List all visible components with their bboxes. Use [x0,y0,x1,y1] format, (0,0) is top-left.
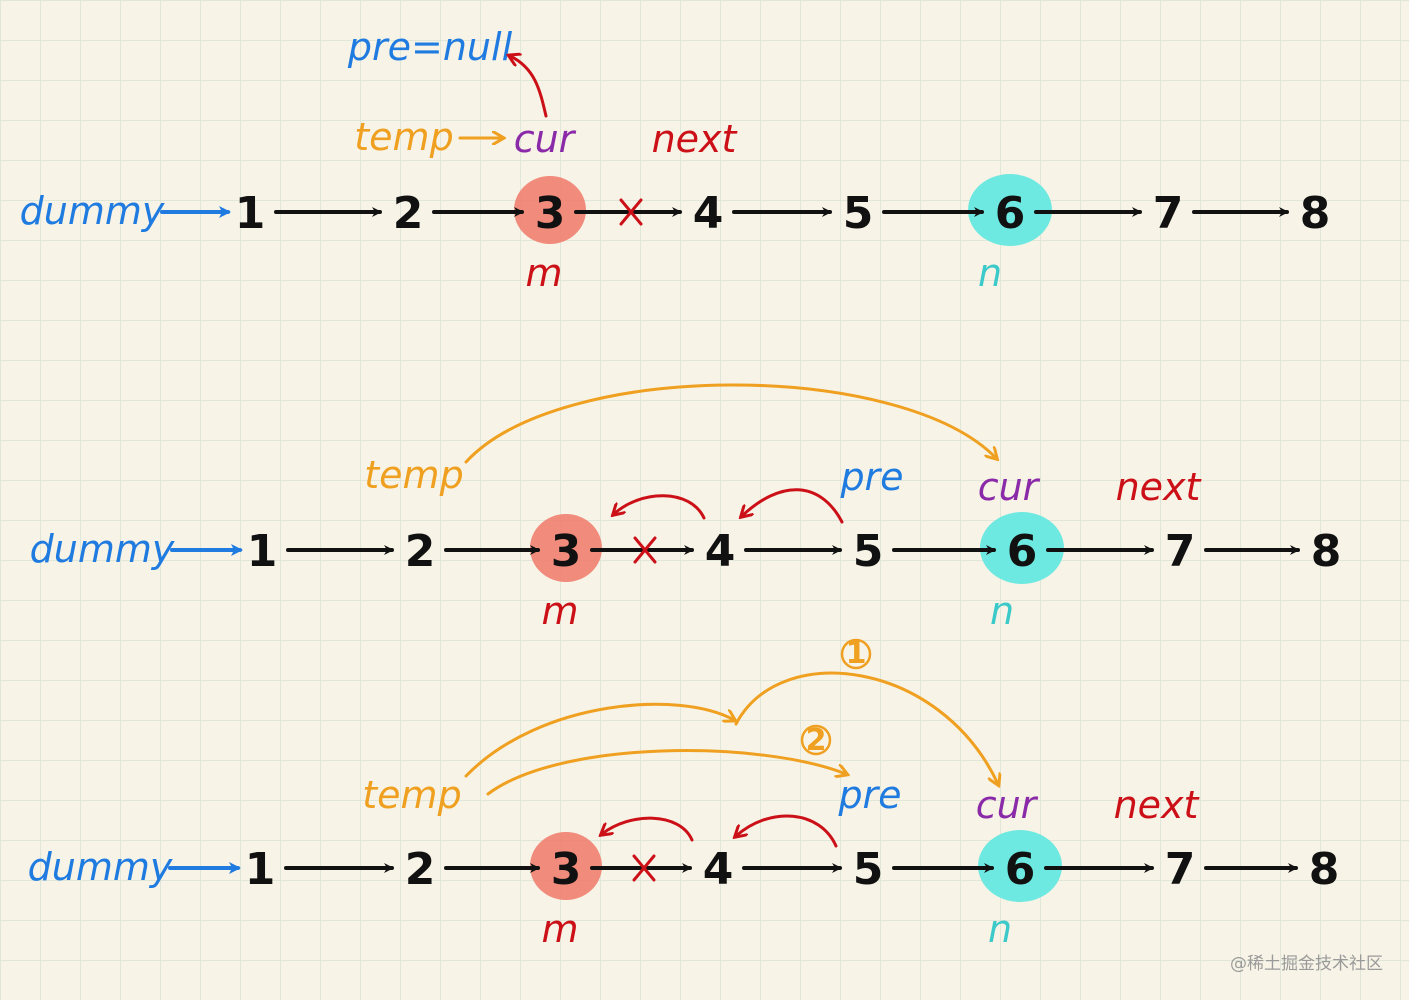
row-2-node-2: 2 [405,526,436,577]
row-2-node-1: 1 [247,526,278,577]
row-2-node-7: 7 [1165,526,1196,577]
row-3-pre-to-4 [736,814,838,848]
row-2-node-4: 4 [705,526,736,577]
row-3-reverse-4-to-3 [602,816,694,842]
row-1-temp-label: temp [354,115,453,159]
row-1-node-8: 8 [1300,188,1331,239]
row-1-dummy-label: dummy [20,189,165,233]
row-3-step2-marker-digit: 2 [806,723,827,758]
row-1-node-4: 4 [693,188,724,239]
row-2-pre-label: pre [839,455,903,499]
row-2-reverse-4-to-3 [614,494,706,520]
row-1-cur-to-null-arrow [510,56,548,118]
row-3-step2-arrow [486,749,846,796]
watermark: @稀土掘金技术社区 [1230,954,1383,974]
row-3-cur-label: cur [976,783,1039,827]
row-3-n-highlight [978,830,1062,902]
row-1-m-highlight [514,176,586,244]
row-2-node-5: 5 [853,526,884,577]
row-1-cur-label: cur [514,117,577,161]
row-1-node-7: 7 [1153,188,1184,239]
row-3-step1-arrow-b [734,671,998,784]
row-3-step1-arrow-a [464,702,734,778]
row-3-step2-marker-circle [800,724,832,756]
row-2-pre-to-4 [742,488,844,524]
row-1-node-6: 6 [995,188,1026,239]
row-3-node-3: 3 [551,844,582,895]
row-3-step1-marker-digit: 1 [846,636,867,671]
row-2-next-label: next [1116,465,1203,509]
row-2-n-label: n [990,589,1014,633]
row-2-temp-label: temp [364,453,463,497]
row-2-cross-b [633,536,657,564]
row-2-cur-label: cur [978,465,1041,509]
row-1-node-5: 5 [843,188,874,239]
row-3-node-8: 8 [1309,844,1340,895]
row-3-step1-marker-circle [840,638,872,670]
row-1-next-label: next [652,117,739,161]
row-2-m-highlight [530,514,602,582]
row-1-node-3: 3 [535,188,566,239]
row-3-m-label: m [541,907,578,951]
row-2-node-3: 3 [551,526,582,577]
row-3-node-7: 7 [1165,844,1196,895]
row-3-pre-label: pre [837,773,901,817]
row-2-dummy-label: dummy [30,527,175,571]
row-3-node-4: 4 [703,844,734,895]
row-3-node-1: 1 [245,844,276,895]
row-3-node-2: 2 [405,844,436,895]
row-3-m-highlight [530,832,602,900]
row-3-node-6: 6 [1005,844,1036,895]
row-1-pre-null-label: pre=null [347,25,513,69]
row-1-m-label: m [525,251,562,295]
row-2-m-label: m [541,589,578,633]
row-3-dummy-label: dummy [28,845,173,889]
row-2-temp-to-cur-arrow [464,383,996,464]
row-3-n-label: n [988,907,1012,951]
row-1-n-label: n [978,251,1002,295]
row-3-temp-label: temp [362,773,461,817]
row-1-n-highlight [968,174,1052,246]
row-1-cross-b [619,198,643,226]
row-2-n-highlight [980,512,1064,584]
row-3-cross-b [632,854,656,882]
row-1-node-1: 1 [235,188,266,239]
row-1-node-2: 2 [393,188,424,239]
row-2-node-8: 8 [1311,526,1342,577]
row-3-next-label: next [1114,783,1201,827]
row-2-node-6: 6 [1007,526,1038,577]
row-3-node-5: 5 [853,844,884,895]
